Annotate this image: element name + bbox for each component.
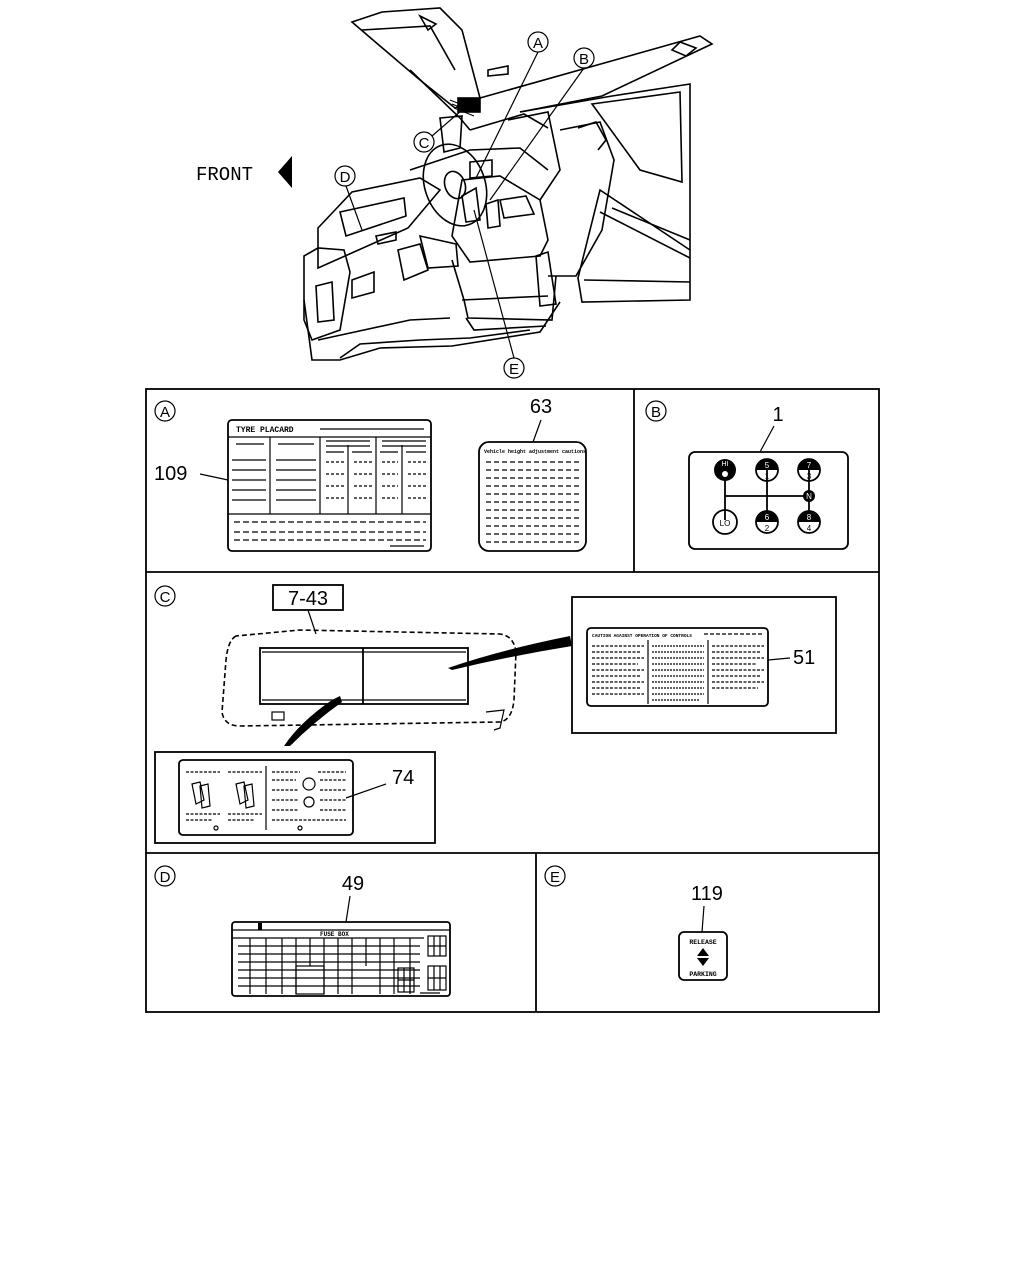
callout-b: B xyxy=(579,51,589,68)
tyre-placard-label: TYRE PLACARD xyxy=(227,419,432,552)
panel-grid xyxy=(145,388,880,1013)
pointer-wedge-51 xyxy=(448,636,572,670)
front-arrow-icon xyxy=(278,156,292,188)
overview-callouts: A B C D E xyxy=(334,31,595,379)
callout-c: C xyxy=(419,135,430,152)
part-number-63: 63 xyxy=(530,396,552,418)
shift-3: 3 xyxy=(807,472,812,481)
panel-c: C 7-43 CAUTION AGAINST OPERATION OF CONT… xyxy=(154,584,837,844)
panel-d-letter: D xyxy=(160,869,171,886)
release-text: RELEASE xyxy=(689,939,716,946)
shift-1: 1 xyxy=(765,472,770,481)
shift-6: 6 xyxy=(765,513,770,522)
shift-n: N xyxy=(806,492,812,501)
label51-title: CAUTION AGAINST OPERATION OF CONTROLS xyxy=(592,633,692,639)
panel-a-letter: A xyxy=(160,404,170,421)
shift-8: 8 xyxy=(807,513,812,522)
shift-2: 2 xyxy=(765,524,770,533)
mirror-control-label xyxy=(154,751,436,844)
callout-e: E xyxy=(509,361,519,378)
shift-hi: HI xyxy=(722,461,729,468)
panel-e-letter: E xyxy=(550,869,560,886)
callout-a: A xyxy=(533,35,543,52)
part-number-7-43: 7-43 xyxy=(288,588,328,610)
tyre-placard-title: TYRE PLACARD xyxy=(236,426,294,435)
panel-d: D 49 FUSE BOX xyxy=(154,865,451,997)
cab-interior-illustration xyxy=(303,7,714,361)
panel-e: E 119 RELEASE PARKING xyxy=(544,865,728,981)
arrow-up-icon xyxy=(697,948,709,956)
part-number-119: 119 xyxy=(691,883,723,905)
part-number-49: 49 xyxy=(342,873,364,895)
parking-release-label: RELEASE PARKING xyxy=(678,931,728,981)
shift-lo: LO xyxy=(720,519,731,528)
panel-b: B 1 HI 5 1 7 3 N xyxy=(645,400,849,550)
panel-a: A TYRE PLACARD 109 Vehicle height adjust… xyxy=(154,396,587,552)
part-number-109: 109 xyxy=(154,463,187,485)
pointer-wedge-74 xyxy=(284,696,342,746)
panel-b-letter: B xyxy=(651,404,661,421)
part-number-1: 1 xyxy=(772,404,783,426)
shift-4: 4 xyxy=(807,524,812,533)
part-number-51: 51 xyxy=(793,647,815,669)
panel-c-letter: C xyxy=(160,589,171,606)
arrow-down-icon xyxy=(697,958,709,966)
fuse-box-label: FUSE BOX xyxy=(231,921,451,997)
part-number-74: 74 xyxy=(392,767,414,789)
shift-7: 7 xyxy=(807,461,812,470)
shift-pattern-label: HI 5 1 7 3 N LO 6 2 8 xyxy=(688,451,849,550)
shift-5: 5 xyxy=(765,461,770,470)
vehicle-height-caution-label: Vehicle height adjustment cautions xyxy=(478,441,587,552)
front-label: FRONT xyxy=(196,164,253,186)
sun-visor xyxy=(221,629,517,731)
callout-d: D xyxy=(340,169,351,186)
fuse-box-title: FUSE BOX xyxy=(320,931,349,938)
parking-text: PARKING xyxy=(689,971,716,978)
caution-controls-label: CAUTION AGAINST OPERATION OF CONTROLS xyxy=(571,596,837,734)
vehicle-height-title: Vehicle height adjustment cautions xyxy=(484,449,586,455)
